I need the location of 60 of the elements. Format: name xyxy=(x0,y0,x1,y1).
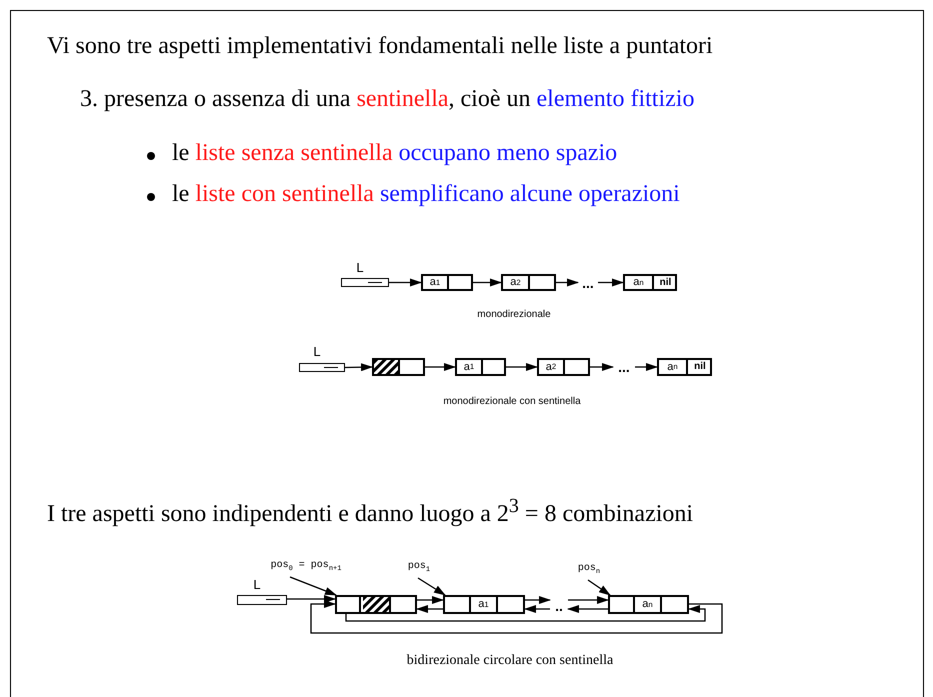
pointer-arrow xyxy=(598,278,624,286)
pointer-arrow xyxy=(389,278,422,286)
ellipsis-text: ... xyxy=(613,358,635,376)
list-node xyxy=(657,358,712,376)
list-node xyxy=(623,274,677,291)
variable-name: L xyxy=(355,260,365,274)
pointer-arrow xyxy=(524,605,550,613)
diagram-caption: monodirezionale xyxy=(476,309,552,320)
leader-arrow xyxy=(588,579,611,596)
pointer-arrow xyxy=(525,596,551,604)
text-line: I tre aspetti sono indipendenti e danno luogo a 2$^{3}$ = 8 combinazioni xyxy=(47,495,694,528)
pointer-variable xyxy=(237,579,287,605)
leader-arrow xyxy=(418,577,446,596)
sentinel-node xyxy=(372,358,425,376)
variable-name: L xyxy=(252,577,262,591)
leader-arrow xyxy=(290,576,337,596)
list-node xyxy=(443,595,525,614)
diagram-caption: monodirezionale con sentinella xyxy=(442,396,582,407)
text-line: semplificano alcune operazioni xyxy=(380,181,680,208)
pointer-arrow xyxy=(590,363,614,371)
position-label: pos$_{n}$ xyxy=(570,564,608,580)
pointer-arrow xyxy=(344,363,373,372)
position-label: pos$_{1}$ xyxy=(399,562,439,578)
pointer-arrow xyxy=(425,363,456,371)
pointer-arrow xyxy=(635,363,658,371)
pointer-arrow xyxy=(473,278,502,286)
position-label: pos$_{0}$ = pos$_{n+1}$ xyxy=(258,561,354,577)
text-line: liste con sentinella xyxy=(195,181,374,208)
pointer-arrow xyxy=(506,363,538,371)
text-line: le xyxy=(172,181,190,208)
ellipsis-text: .. xyxy=(550,597,568,614)
pointer-arrow xyxy=(568,596,609,604)
list-node xyxy=(501,274,556,291)
list-node xyxy=(608,595,689,614)
list-node xyxy=(537,358,590,376)
pointer-variable xyxy=(299,346,345,372)
pointer-arrow xyxy=(416,605,443,613)
pointer-arrow xyxy=(345,605,706,622)
pointer-arrow xyxy=(287,595,336,603)
text-line: liste senza sentinella xyxy=(195,140,393,167)
diagram-caption: bidirezionale circolare con sentinella xyxy=(406,653,614,669)
list-node xyxy=(455,358,506,376)
pointer-arrow xyxy=(417,596,444,604)
text-line: , cioè un xyxy=(448,86,531,113)
text-line: le xyxy=(172,140,190,167)
pointer-arrow xyxy=(310,600,723,634)
sentinel-node xyxy=(335,595,417,614)
variable-name: L xyxy=(312,344,322,358)
text-line: occupano meno spazio xyxy=(398,140,618,167)
ellipsis-text: ... xyxy=(578,274,598,291)
heading-text: Vi sono tre aspetti implementativi fondamentali nelle liste a puntatori xyxy=(47,33,713,60)
list-node xyxy=(421,274,473,291)
null-pointer-text: nil xyxy=(693,360,707,374)
pointer-variable xyxy=(341,262,389,287)
text-line: elemento fittizio xyxy=(536,86,694,113)
pointer-arrow xyxy=(567,605,608,613)
null-pointer-text: nil xyxy=(658,276,672,289)
pointer-arrow xyxy=(556,278,579,286)
text-line: sentinella xyxy=(356,86,449,113)
text-line: 3. presenza o assenza di una xyxy=(80,86,351,113)
